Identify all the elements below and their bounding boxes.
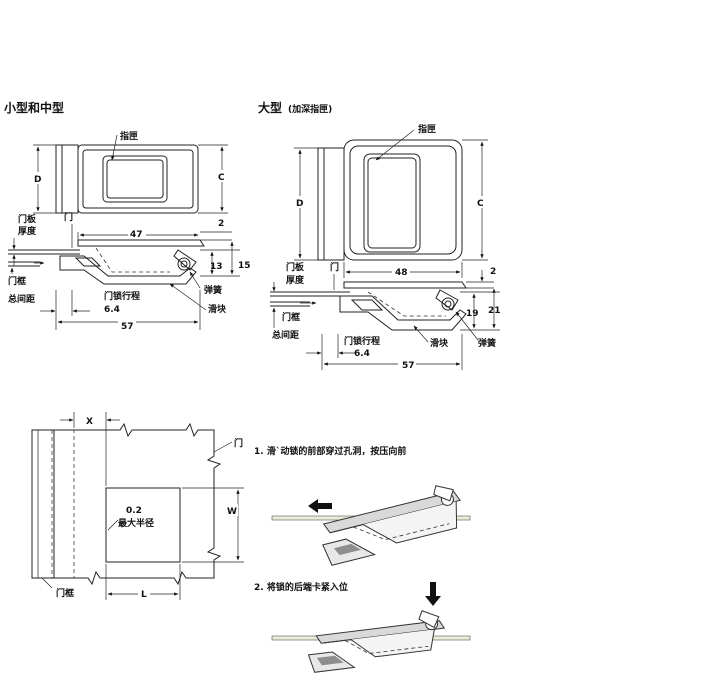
title-small-medium: 小型和中型 (4, 100, 64, 115)
cutout-door-outline (54, 422, 222, 586)
title-large-note: (加深指匣) (288, 103, 332, 115)
large-dim-6-4: 6.4 (354, 349, 370, 359)
large-door-panel-label-2: 厚度 (286, 274, 305, 286)
large-dim-19: 19 (466, 309, 479, 319)
large-door-label: 门 (330, 261, 339, 273)
large-dim-57: 57 (402, 361, 415, 371)
large-dim-2: 2 (490, 267, 496, 277)
small-housing (77, 144, 199, 214)
large-lock-travel-label: 门锁行程 (344, 335, 380, 347)
cutout-frame-label: 门框 (56, 587, 74, 599)
large-lock-body (339, 295, 467, 331)
large-door-panel-label: 门板 (286, 261, 305, 273)
large-door-frame-label: 门框 (282, 311, 300, 323)
large-total-gap-label: 总间距 (272, 329, 299, 341)
step-1-text: 1. 滑`动锁的前部穿过孔洞，按压向前 (254, 445, 406, 457)
push-arrow-icon (308, 499, 332, 513)
cutout-dim-w: W (227, 507, 237, 517)
large-slider-label: 滑块 (430, 337, 449, 349)
small-dim-2: 2 (218, 219, 224, 229)
small-dim-c: C (218, 173, 225, 183)
cutout-radius-label: 最大半径 (118, 517, 154, 529)
small-total-gap-label: 总间距 (8, 293, 35, 305)
large-side-flange (317, 147, 345, 261)
small-side-flange (55, 144, 79, 214)
cutout-drawing: X 门 0.2 最大半径 W L 门框 (31, 412, 244, 600)
cutout-radius-value: 0.2 (126, 506, 142, 516)
small-dim-47: 47 (130, 230, 143, 240)
small-door-panel-label-2: 厚度 (18, 225, 37, 237)
small-dim-d: D (34, 175, 41, 185)
large-finger-cup (363, 153, 421, 253)
small-slider-label: 滑块 (208, 303, 227, 315)
press-arrow-icon (425, 582, 441, 606)
small-lock-travel-label: 门锁行程 (104, 290, 140, 302)
small-dim-15: 15 (238, 261, 251, 271)
step-2-text: 2. 将锁的后端卡紧入位 (254, 581, 348, 593)
cutout-frame-rail (31, 429, 55, 579)
small-finger-cup-label: 指匣 (120, 130, 138, 142)
small-door-panel-label: 门板 (18, 213, 37, 225)
cutout-dim-x: X (86, 417, 93, 427)
large-dim-c: C (477, 199, 484, 209)
large-housing (343, 139, 463, 261)
large-dim-48: 48 (395, 268, 408, 278)
small-door-frame-label: 门框 (8, 275, 26, 287)
small-door-label: 门 (64, 211, 73, 223)
cutout-hole (105, 487, 181, 563)
title-large: 大型 (258, 100, 282, 115)
large-latch-drawing: 指匣 D C 48 2 门板 厚度 门 (270, 123, 501, 371)
small-dim-6-4: 6.4 (104, 305, 120, 315)
large-finger-cup-label: 指匣 (418, 123, 436, 135)
cutout-door-label: 门 (234, 437, 243, 449)
large-spring-label: 弹簧 (478, 337, 496, 349)
small-lock-body (59, 255, 197, 285)
small-dim-13: 13 (210, 262, 223, 272)
install-step-2: 2. 将锁的后端卡紧入位 (254, 581, 471, 673)
small-spring-label: 弹簧 (204, 284, 222, 296)
small-dim-57: 57 (121, 322, 134, 332)
small-latch-drawing: 指匣 D C 2 门板 厚度 门 47 (8, 130, 251, 332)
small-finger-cup (102, 155, 168, 203)
install-step-1: 1. 滑`动锁的前部穿过孔洞，按压向前 (254, 445, 471, 566)
cutout-dim-l: L (141, 590, 147, 600)
large-dim-d: D (296, 199, 303, 209)
large-dim-21: 21 (488, 306, 501, 316)
